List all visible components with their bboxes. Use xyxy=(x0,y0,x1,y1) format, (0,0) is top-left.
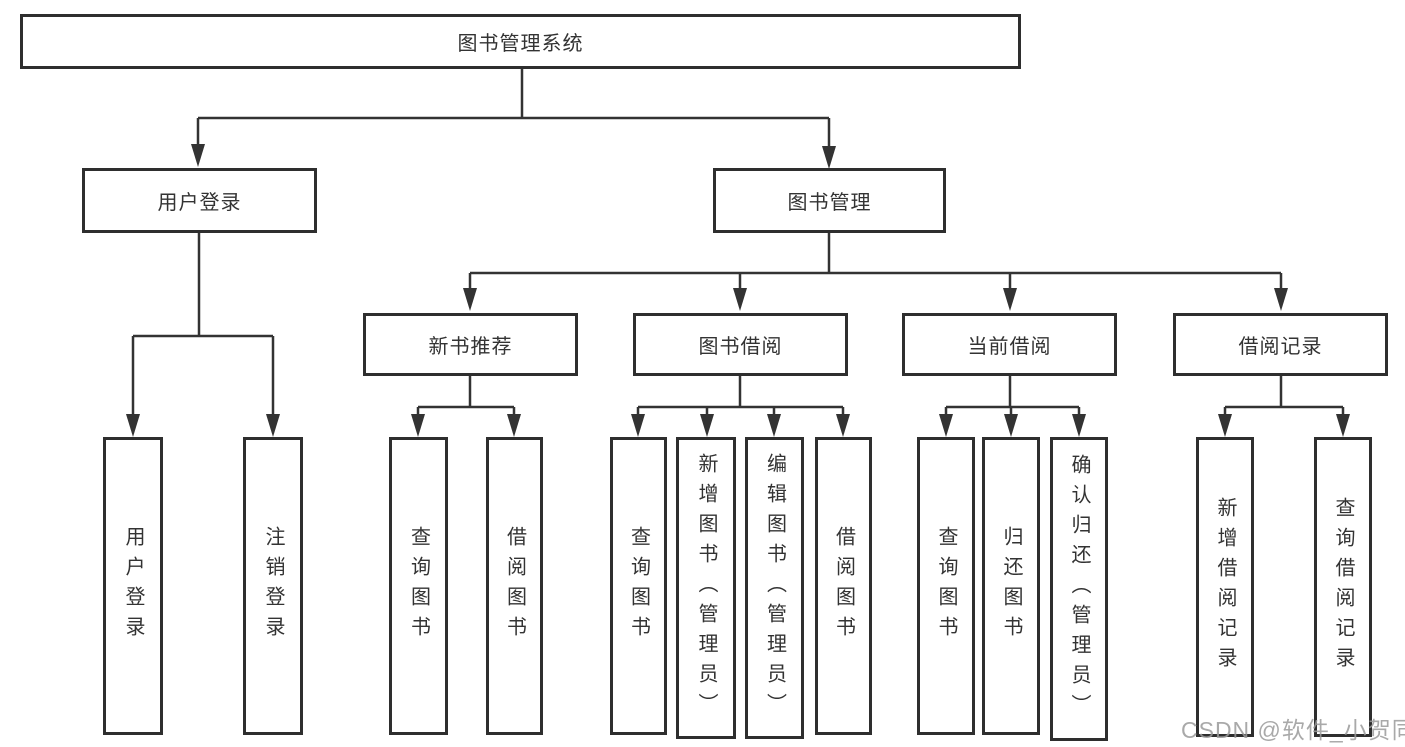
leaf-borrow-books-1: 借阅图书 xyxy=(486,437,543,735)
leaf-confirm-return-admin: 确认归还（管理员） xyxy=(1050,437,1108,741)
leaf-return-books: 归还图书 xyxy=(982,437,1040,735)
node-book-borrowing: 图书借阅 xyxy=(633,313,848,376)
leaf-add-books-admin: 新增图书（管理员） xyxy=(676,437,736,739)
node-new-book-recommend: 新书推荐 xyxy=(363,313,578,376)
leaf-logout-login: 注销登录 xyxy=(243,437,303,735)
leaf-query-borrow-record: 查询借阅记录 xyxy=(1314,437,1372,737)
node-user-login: 用户登录 xyxy=(82,168,317,233)
connector-book-management-to-level3 xyxy=(463,233,1288,311)
connector-new-book-recommend-children xyxy=(411,376,521,437)
connector-root-to-level2 xyxy=(191,69,836,169)
node-current-borrowing: 当前借阅 xyxy=(902,313,1117,376)
leaf-user-login: 用户登录 xyxy=(103,437,163,735)
connector-user-login-children xyxy=(126,233,280,437)
csdn-watermark: CSDN @软件_小贺同学 xyxy=(1181,717,1405,743)
connector-book-borrowing-children xyxy=(631,376,850,437)
connector-current-borrowing-children xyxy=(939,376,1086,437)
leaf-query-books-2: 查询图书 xyxy=(610,437,667,735)
connector-borrow-records-children xyxy=(1218,376,1350,437)
node-root: 图书管理系统 xyxy=(20,14,1021,69)
leaf-edit-books-admin: 编辑图书（管理员） xyxy=(745,437,804,739)
leaf-add-borrow-record: 新增借阅记录 xyxy=(1196,437,1254,737)
leaf-borrow-books-2: 借阅图书 xyxy=(815,437,872,735)
leaf-query-books-1: 查询图书 xyxy=(389,437,448,735)
node-book-management: 图书管理 xyxy=(713,168,946,233)
leaf-query-books-3: 查询图书 xyxy=(917,437,975,735)
node-borrow-records: 借阅记录 xyxy=(1173,313,1388,376)
